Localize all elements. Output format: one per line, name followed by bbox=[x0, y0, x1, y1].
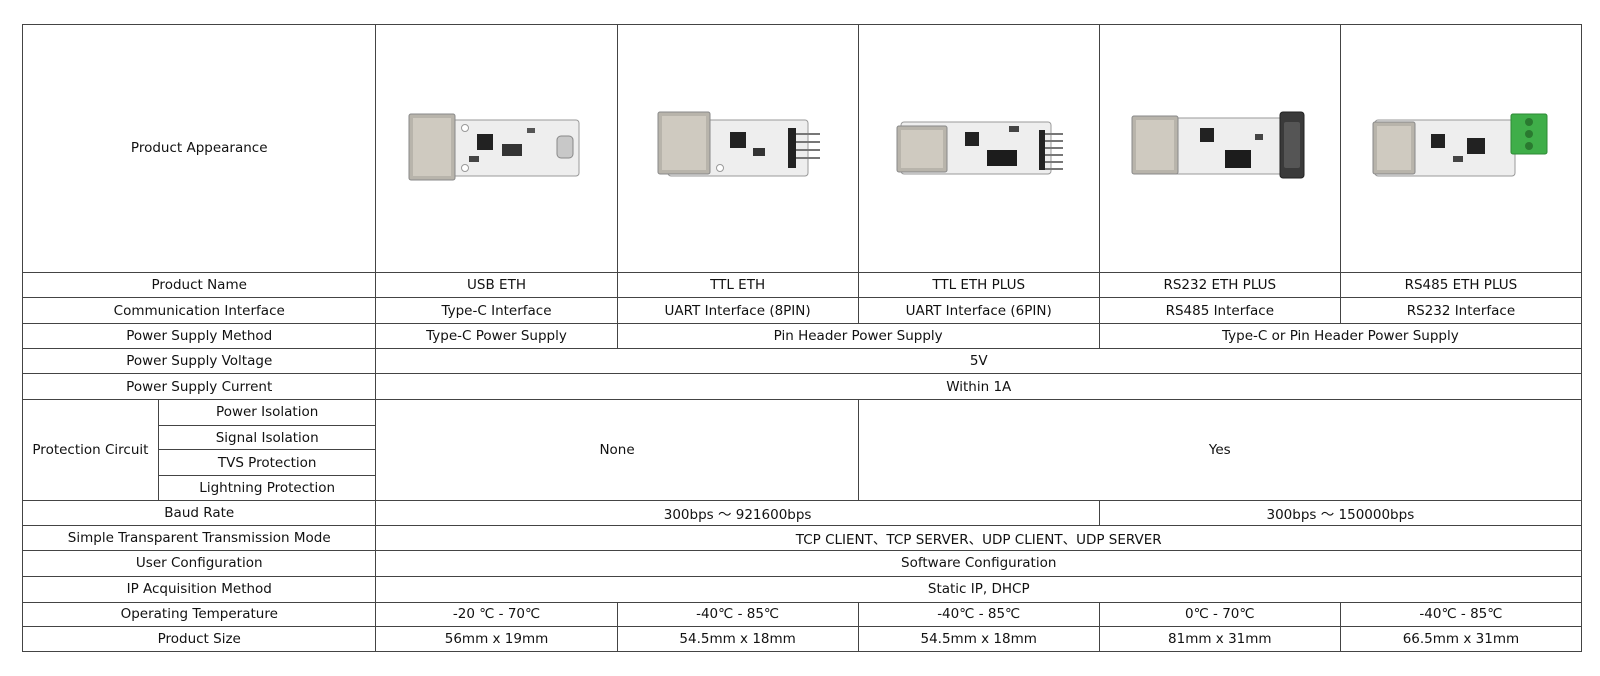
product-size-cell: 66.5mm x 31mm bbox=[1339, 626, 1583, 652]
ip-method-value: Static IP, DHCP bbox=[375, 575, 1582, 603]
user-configuration-value: Software Configuration bbox=[375, 550, 1582, 577]
product-name-row: Product Name USB ETH TTL ETH TTL ETH PLU… bbox=[21, 271, 1583, 299]
product-size-cell: 54.5mm x 18mm bbox=[616, 626, 859, 652]
rs232-eth-plus-image-cell bbox=[1098, 24, 1341, 273]
baud-rate-value: 300bps ～ 921600bps bbox=[375, 499, 1100, 527]
power-supply-voltage-label: Power Supply Voltage bbox=[21, 347, 377, 375]
ttl-eth-module-image bbox=[657, 111, 820, 177]
power-supply-current-row: Power Supply Current Within 1A bbox=[21, 373, 1582, 401]
power-supply-current-label: Power Supply Current bbox=[21, 373, 377, 401]
operating-temperature-cell: -40℃ - 85℃ bbox=[1339, 601, 1583, 628]
baud-rate-row: Baud Rate 300bps ～ 921600bps 300bps ～ 15… bbox=[21, 499, 1583, 527]
baud-rate-label: Baud Rate bbox=[21, 499, 377, 527]
power-supply-method-cell: Type-C or Pin Header Power Supply bbox=[1098, 323, 1583, 349]
protection-sub-label: Power Isolation bbox=[157, 399, 377, 426]
ttl-eth-image-cell bbox=[616, 24, 859, 273]
power-supply-current-value: Within 1A bbox=[375, 373, 1582, 401]
operating-temperature-label: Operating Temperature bbox=[21, 601, 377, 628]
product-size-cell: 56mm x 19mm bbox=[375, 626, 618, 652]
power-supply-method-row: Power Supply Method Type-C Power Supply … bbox=[21, 323, 1583, 349]
communication-interface-row: Communication Interface Type-C Interface… bbox=[21, 297, 1583, 325]
operating-temperature-row: Operating Temperature -20 ℃ - 70℃ -40℃ -… bbox=[21, 601, 1583, 628]
operating-temperature-cell: -40℃ - 85℃ bbox=[857, 601, 1100, 628]
protection-value-none: None bbox=[375, 399, 859, 501]
communication-interface-cell: RS485 Interface bbox=[1098, 297, 1341, 325]
communication-interface-label: Communication Interface bbox=[21, 297, 377, 325]
product-size-cell: 81mm x 31mm bbox=[1098, 626, 1341, 652]
ip-method-label: IP Acquisition Method bbox=[21, 575, 377, 603]
protection-row: Protection Circuit Power Isolation None … bbox=[22, 399, 1583, 501]
product-size-row: Product Size 56mm x 19mm 54.5mm x 18mm 5… bbox=[21, 626, 1583, 652]
power-supply-voltage-row: Power Supply Voltage 5V bbox=[21, 347, 1582, 375]
user-configuration-row: User Configuration Software Configuratio… bbox=[21, 550, 1582, 577]
communication-interface-cell: Type-C Interface bbox=[375, 297, 618, 325]
rs485-eth-plus-module-image bbox=[1372, 113, 1548, 177]
transparent-mode-label: Simple Transparent Transmission Mode bbox=[21, 525, 377, 552]
product-name-cell: USB ETH bbox=[375, 271, 618, 299]
baud-rate-value: 300bps ～ 150000bps bbox=[1098, 499, 1583, 527]
ip-method-row: IP Acquisition Method Static IP, DHCP bbox=[21, 575, 1582, 603]
power-supply-method-cell: Type-C Power Supply bbox=[375, 323, 618, 349]
power-supply-method-cell: Pin Header Power Supply bbox=[616, 323, 1100, 349]
protection-value-yes: Yes bbox=[857, 399, 1583, 501]
usb-eth-module-image bbox=[408, 113, 580, 181]
operating-temperature-cell: -20 ℃ - 70℃ bbox=[375, 601, 618, 628]
appearance-row: Product Appearance bbox=[21, 24, 1583, 273]
ttl-eth-plus-module-image bbox=[896, 121, 1063, 175]
product-name-cell: RS485 ETH PLUS bbox=[1339, 271, 1583, 299]
product-name-cell: TTL ETH PLUS bbox=[857, 271, 1100, 299]
product-size-label: Product Size bbox=[21, 626, 377, 652]
operating-temperature-cell: -40℃ - 85℃ bbox=[616, 601, 859, 628]
appearance-label: Product Appearance bbox=[21, 24, 377, 273]
protection-sub-label: TVS Protection bbox=[157, 449, 377, 477]
product-spec-table: Product Appearance bbox=[21, 24, 1583, 652]
transparent-mode-value: TCP CLIENT、TCP SERVER、UDP CLIENT、UDP SER… bbox=[375, 525, 1582, 552]
protection-circuit-label: Protection Circuit bbox=[22, 399, 159, 501]
ttl-eth-plus-image-cell bbox=[857, 24, 1100, 273]
communication-interface-cell: UART Interface (6PIN) bbox=[857, 297, 1100, 325]
transparent-mode-row: Simple Transparent Transmission Mode TCP… bbox=[21, 525, 1582, 552]
protection-row: Lightning Protection bbox=[23, 475, 1582, 501]
communication-interface-cell: UART Interface (8PIN) bbox=[616, 297, 859, 325]
user-configuration-label: User Configuration bbox=[21, 550, 377, 577]
product-name-label: Product Name bbox=[21, 271, 377, 299]
communication-interface-cell: RS232 Interface bbox=[1339, 297, 1583, 325]
protection-sub-label: Lightning Protection bbox=[157, 475, 377, 501]
power-supply-method-label: Power Supply Method bbox=[21, 323, 377, 349]
product-name-cell: TTL ETH bbox=[616, 271, 859, 299]
rs485-eth-plus-image-cell bbox=[1339, 24, 1583, 273]
power-supply-voltage-value: 5V bbox=[375, 347, 1582, 375]
product-size-cell: 54.5mm x 18mm bbox=[857, 626, 1100, 652]
usb-eth-image-cell bbox=[375, 24, 618, 273]
protection-sub-label: Signal Isolation bbox=[157, 424, 377, 451]
rs232-eth-plus-module-image bbox=[1131, 111, 1305, 179]
operating-temperature-cell: 0℃ - 70℃ bbox=[1098, 601, 1341, 628]
protection-row: TVS Protection bbox=[23, 449, 1582, 477]
product-name-cell: RS232 ETH PLUS bbox=[1098, 271, 1341, 299]
